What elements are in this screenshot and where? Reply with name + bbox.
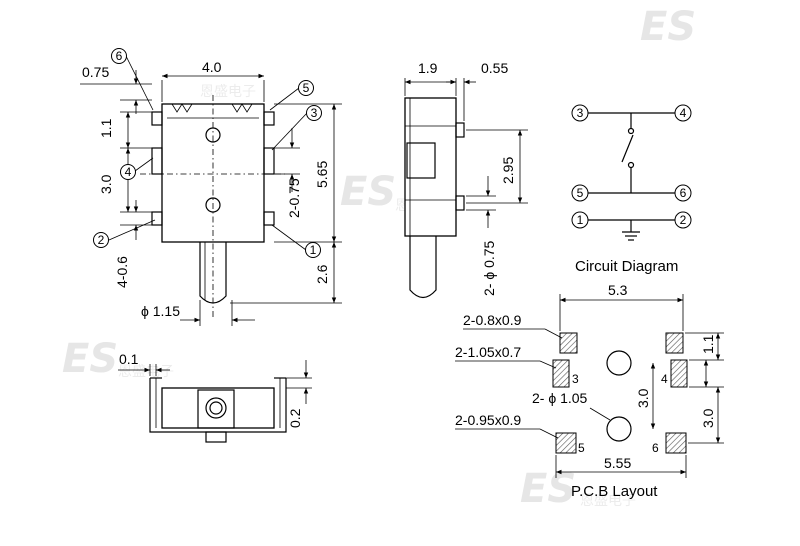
svg-text:1: 1 [577, 213, 584, 227]
pin-balloon-4: 4 [120, 157, 154, 180]
circuit-pin-3: 3 [571, 104, 589, 122]
pin-balloon-2: 2 [93, 219, 156, 248]
pin-balloon-3: 3 [271, 105, 322, 151]
pin-5-pad [263, 111, 275, 126]
side-view: 1.9 0.55 2.95 2- ϕ 0.75 [404, 60, 528, 299]
pin-balloon-5: 5 [269, 80, 314, 111]
dim-4-0-6: 4-0.6 [114, 256, 130, 288]
pin-4-pad [151, 147, 163, 175]
pcb-pad-top-right [665, 332, 684, 354]
svg-text:5: 5 [303, 81, 310, 95]
svg-text:5: 5 [577, 186, 584, 200]
pcb-hole-top [606, 350, 632, 376]
pin-6-pad [151, 111, 163, 126]
dim-pad-a: 2-0.8x0.9 [463, 312, 522, 328]
dim-2-95: 2.95 [500, 157, 516, 184]
circuit-diagram: 3 4 5 6 1 2 Circuit Diagram [571, 104, 692, 275]
front-actuator [197, 389, 235, 429]
dim-post-dia: 2- ϕ 0.75 [481, 240, 497, 296]
circuit-pin-4: 4 [674, 104, 692, 122]
pcb-pad-3 [552, 359, 570, 388]
svg-text:2: 2 [680, 213, 687, 227]
dim-stem-dia: ϕ 1.15 [141, 303, 180, 319]
svg-text:3: 3 [577, 106, 584, 120]
top-view: 4.0 0.75 1.1 3.0 4-0.6 2-0.75 5.65 [80, 48, 342, 326]
serration [171, 103, 253, 113]
dim-0-1: 0.1 [119, 351, 139, 367]
dim-2-6: 2.6 [314, 264, 330, 284]
dim-5-55: 5.55 [604, 455, 631, 471]
pcb-layout: 3 4 5 6 5.3 2-0.8x0.9 2-1.05x0.7 2- ϕ 1.… [455, 282, 724, 500]
circuit-pin-1: 1 [571, 211, 589, 229]
dim-1-9: 1.9 [418, 60, 438, 76]
svg-text:1: 1 [310, 243, 317, 257]
pcb-hole-bottom [606, 416, 632, 442]
dim-pcb-3-0-right: 3.0 [700, 408, 716, 428]
dim-1-1: 1.1 [98, 118, 114, 138]
watermark-logo: ES [640, 4, 696, 50]
side-stem [409, 236, 437, 299]
side-tab-top [455, 122, 465, 138]
side-body [404, 97, 457, 237]
dim-5-65: 5.65 [314, 161, 330, 188]
pin-balloon-6: 6 [111, 48, 154, 111]
dim-pad-c: 2-0.95x0.9 [455, 412, 521, 428]
dim-3-0: 3.0 [98, 174, 114, 194]
dim-pcb-1-1: 1.1 [700, 334, 716, 354]
pin-2-pad [151, 211, 163, 226]
front-body [161, 387, 275, 429]
pin-balloon-1: 1 [271, 224, 321, 258]
dim-pitch-top: 0.75 [82, 64, 109, 80]
dim-hole: 2- ϕ 1.05 [532, 390, 588, 406]
svg-text:4: 4 [680, 106, 687, 120]
circuit-pin-5: 5 [571, 184, 589, 202]
dim-width: 4.0 [202, 59, 222, 75]
dim-0-2: 0.2 [287, 408, 303, 428]
svg-text:3: 3 [311, 106, 318, 120]
pcb-pad-top-left [559, 332, 578, 354]
watermark-logo: ES [520, 466, 576, 512]
dim-pcb-3-0-center: 3.0 [635, 388, 651, 408]
svg-text:6: 6 [680, 186, 687, 200]
pcb-pad-6 [665, 432, 687, 454]
pcb-label-3: 3 [572, 372, 579, 386]
watermark-chars: 恩盛电子 [580, 493, 636, 509]
pcb-label-5: 5 [578, 441, 585, 455]
svg-text:2: 2 [98, 233, 105, 247]
dim-pad-b: 2-1.05x0.7 [455, 344, 521, 360]
circuit-pin-2: 2 [674, 211, 692, 229]
side-tab-bottom [455, 195, 465, 211]
circuit-title: Circuit Diagram [575, 258, 678, 275]
pcb-pad-5 [555, 432, 577, 454]
watermark-logo: ES [62, 336, 118, 382]
svg-text:4: 4 [125, 165, 132, 179]
dim-0-55: 0.55 [481, 60, 508, 76]
dim-2-0-75: 2-0.75 [286, 178, 302, 218]
actuator-stem [199, 242, 227, 304]
pcb-pad-4 [670, 359, 688, 388]
pin-3-pad [263, 147, 275, 175]
dim-5-3: 5.3 [608, 282, 628, 298]
svg-text:6: 6 [116, 49, 123, 63]
watermark-logo: ES [340, 169, 396, 215]
pcb-label-4: 4 [661, 372, 668, 386]
front-stem [205, 431, 227, 443]
pin-1-pad [263, 211, 275, 226]
watermark-chars: 恩盛电子 [200, 84, 256, 100]
pcb-label-6: 6 [652, 441, 659, 455]
circuit-pin-6: 6 [674, 184, 692, 202]
pcb-title: P.C.B Layout [571, 483, 658, 500]
front-view: 0.1 0.2 [118, 351, 312, 443]
